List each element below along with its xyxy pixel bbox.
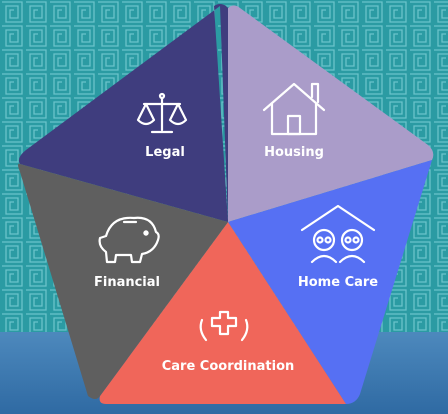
label-legal: Legal [145, 145, 185, 160]
scales-icon [136, 92, 188, 134]
label-financial: Financial [94, 275, 160, 290]
segment-home-care[interactable] [228, 160, 432, 404]
elderly-couple-home-icon [300, 204, 376, 264]
label-housing: Housing [264, 145, 324, 160]
label-care-coordination: Care Coordination [162, 359, 295, 374]
segment-financial[interactable] [18, 163, 228, 399]
hands-medical-cross-icon [199, 310, 249, 342]
label-home-care: Home Care [298, 275, 378, 290]
segment-housing[interactable] [228, 5, 434, 223]
house-icon [262, 82, 326, 136]
segment-legal[interactable] [18, 4, 228, 222]
piggy-bank-icon [98, 216, 160, 264]
